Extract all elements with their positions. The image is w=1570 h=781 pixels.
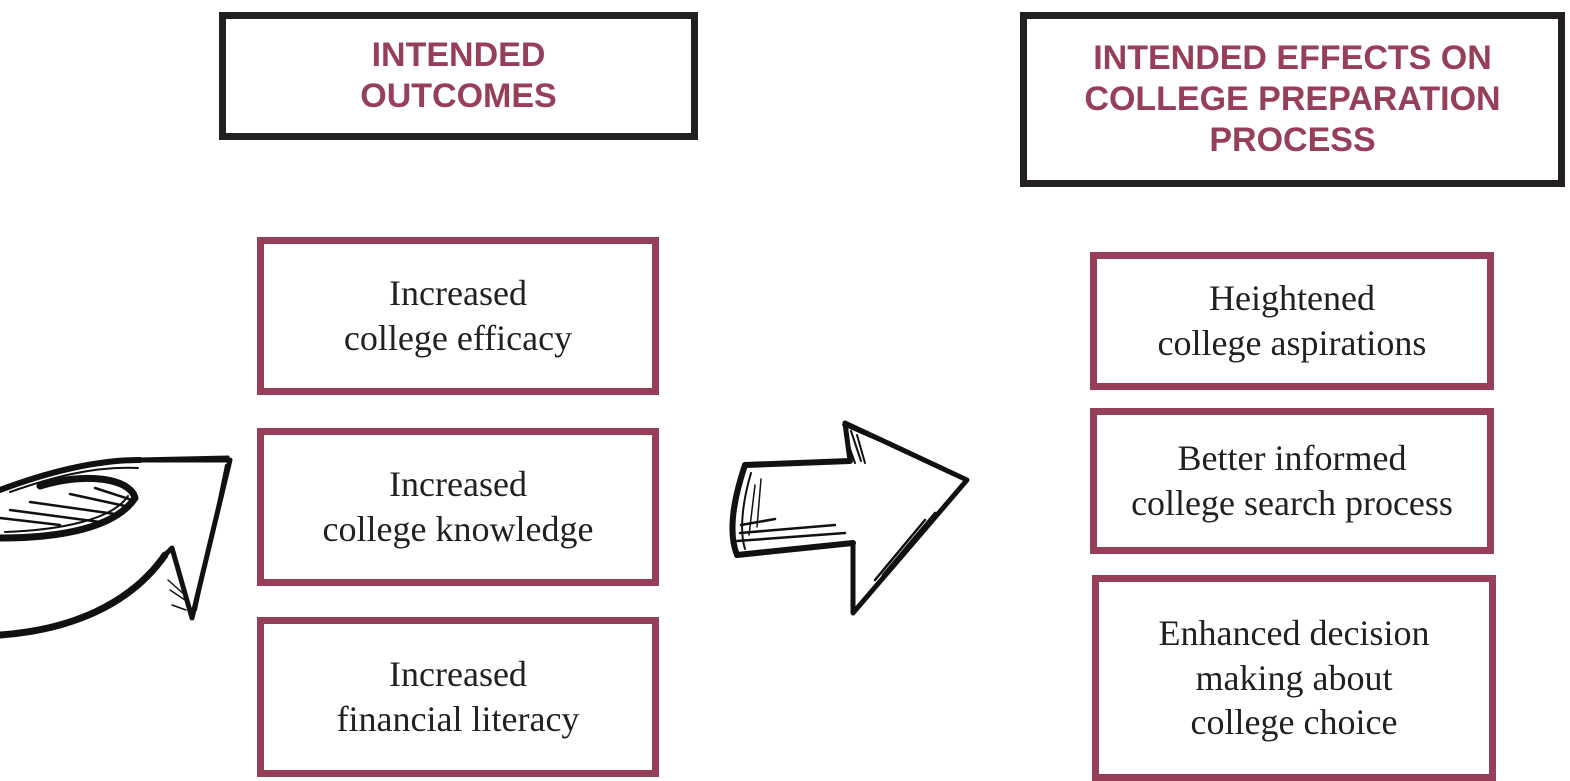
- intended-effects-header: INTENDED EFFECTS ON COLLEGE PREPARATION …: [1020, 12, 1565, 187]
- curved-arrow-icon: [0, 455, 233, 639]
- effect-box-search-process: Better informed college search process: [1090, 408, 1494, 554]
- effect-box-decision-making: Enhanced decision making about college c…: [1092, 575, 1496, 781]
- outcome-box-financial-literacy: Increased financial literacy: [257, 617, 659, 777]
- intended-outcomes-header: INTENDED OUTCOMES: [219, 12, 698, 140]
- outcome-box-knowledge: Increased college knowledge: [257, 428, 659, 586]
- outcome-box-efficacy: Increased college efficacy: [257, 237, 659, 395]
- effect-box-aspirations: Heightened college aspirations: [1090, 252, 1494, 390]
- right-arrow-icon: [729, 420, 970, 616]
